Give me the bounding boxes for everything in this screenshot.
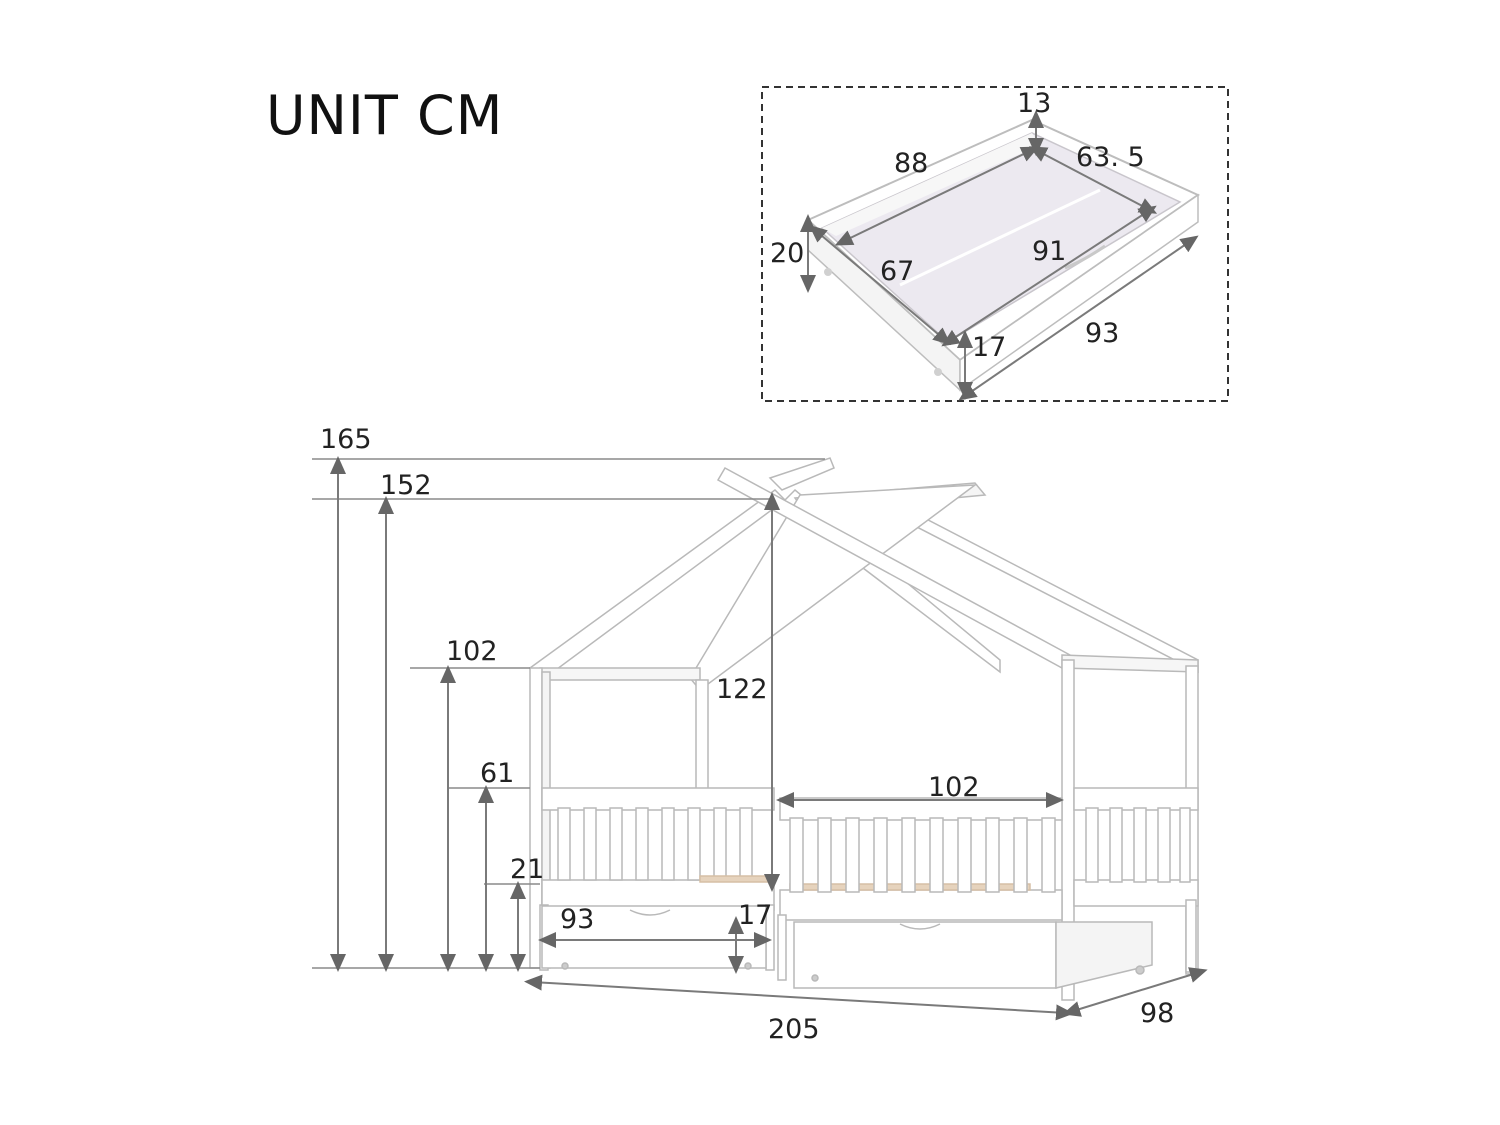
drawer-detail: 13 88 63. 5 20 67 91 17 93 <box>761 86 1229 402</box>
dim-drawer-91: 91 <box>1032 236 1066 267</box>
house-bed-illustration <box>528 457 1199 1001</box>
dim-bed-length: 205 <box>768 1014 820 1045</box>
bed-drawer-right <box>793 921 1153 989</box>
dim-post-height: 102 <box>446 636 498 667</box>
dim-drawer-20: 20 <box>770 238 804 269</box>
dim-drawer-63-5: 63. 5 <box>1076 142 1145 173</box>
dim-deck-height: 21 <box>510 854 544 885</box>
dim-line-drawer-635 <box>1028 146 1158 214</box>
dim-rail-opening: 102 <box>928 772 980 803</box>
dim-drawer-88: 88 <box>894 148 928 179</box>
dim-drawer-front-width: 93 <box>560 904 594 935</box>
dim-line-98 <box>1062 967 1208 1017</box>
dim-roof-height: 152 <box>380 470 432 501</box>
dim-bed-width: 98 <box>1140 998 1174 1029</box>
dim-ridge-height: 122 <box>716 674 768 705</box>
drawer-detail-frame <box>761 86 1229 402</box>
dim-line-drawer-93 <box>958 235 1199 401</box>
dim-line-205 <box>524 974 1074 1021</box>
dim-rail-height: 61 <box>480 758 514 789</box>
dim-drawer-17: 17 <box>972 332 1006 363</box>
dim-drawer-93: 93 <box>1085 318 1119 349</box>
dim-line-drawer-67 <box>808 224 952 346</box>
dim-drawer-67: 67 <box>880 256 914 287</box>
dim-drawer-front-height: 17 <box>738 900 772 931</box>
dim-total-height: 165 <box>320 424 372 455</box>
unit-label: UNIT CM <box>266 84 504 147</box>
dim-drawer-13: 13 <box>1017 88 1051 119</box>
